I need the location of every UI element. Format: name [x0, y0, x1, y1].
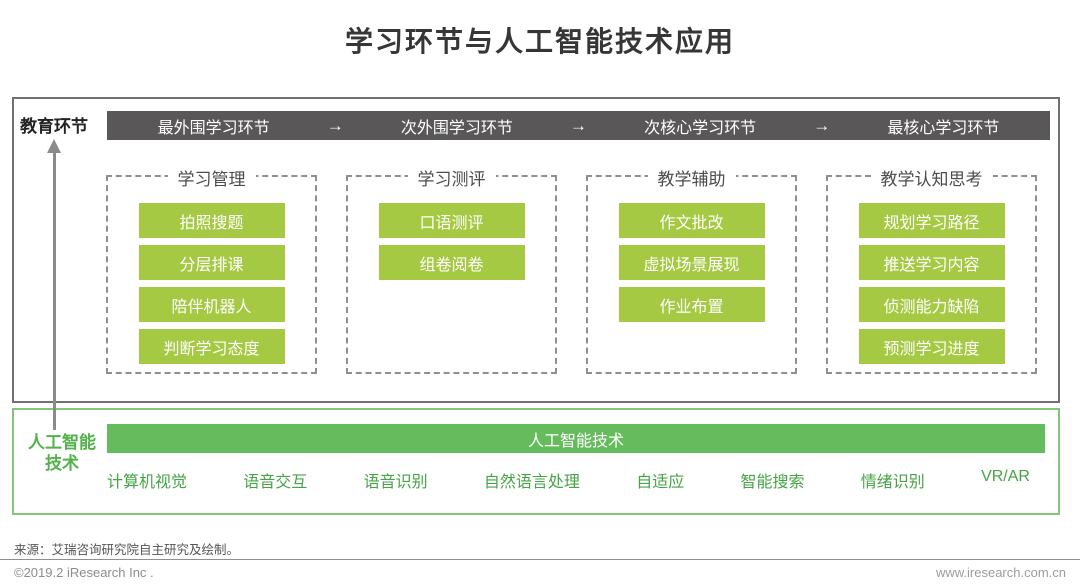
group-title: 学习测评 [407, 165, 496, 190]
group-item-list: 作文批改 虚拟场景展现 作业布置 [588, 177, 795, 322]
stage-outermost: 最外围学习环节 [157, 119, 270, 137]
app-pill: 拍照搜题 [138, 203, 285, 238]
tech-computer-vision: 计算机视觉 [107, 474, 188, 491]
group-teaching-cognition: 教学认知思考 规划学习路径 推送学习内容 侦测能力缺陷 预测学习进度 [826, 165, 1037, 374]
group-learning-assessment: 学习测评 口语测评 组卷阅卷 [346, 165, 557, 374]
app-pill: 组卷阅卷 [378, 245, 525, 280]
ai-bar-title: 人工智能技术 [527, 432, 624, 450]
tech-voice-interaction: 语音交互 [243, 474, 308, 491]
tech-vr-ar: VR/AR [981, 468, 1030, 485]
app-pill: 规划学习路径 [858, 203, 1005, 238]
learning-stages-bar: 最外围学习环节 → 次外围学习环节 → 次核心学习环节 → 最核心学习环节 [107, 111, 1050, 140]
right-arrow-icon: → [326, 115, 344, 135]
ai-section-label: 人工智能 技术 [18, 432, 106, 474]
app-pill: 口语测评 [378, 203, 525, 238]
tech-emotion-recognition: 情绪识别 [860, 474, 925, 491]
education-section: 教育环节 最外围学习环节 → 次外围学习环节 → 次核心学习环节 → 最核心学习… [12, 97, 1060, 403]
app-pill: 作文批改 [618, 203, 765, 238]
stage-outer: 次外围学习环节 [400, 119, 513, 137]
right-arrow-icon: → [813, 115, 831, 135]
app-pill: 侦测能力缺陷 [858, 287, 1005, 322]
group-teaching-assist: 教学辅助 作文批改 虚拟场景展现 作业布置 [586, 165, 797, 374]
right-arrow-icon: → [570, 115, 587, 135]
page-title: 学习环节与人工智能技术应用 [344, 26, 735, 57]
app-pill: 作业布置 [618, 287, 765, 322]
ai-section-label-line2: 技术 [45, 454, 79, 473]
group-item-list: 规划学习路径 推送学习内容 侦测能力缺陷 预测学习进度 [828, 177, 1035, 364]
tech-smart-search: 智能搜索 [740, 474, 805, 491]
tech-nlp: 自然语言处理 [483, 474, 580, 491]
app-pill: 陪伴机器人 [138, 287, 285, 322]
application-groups: 学习管理 拍照搜题 分层排课 陪伴机器人 判断学习态度 学习测评 口语测评 组卷… [106, 165, 1037, 374]
ai-technology-bar: 人工智能技术 [107, 424, 1045, 453]
stage-core: 最核心学习环节 [887, 119, 1000, 137]
education-section-label: 教育环节 [20, 117, 88, 136]
source-note: 来源：艾瑞咨询研究院自主研究及绘制。 [14, 543, 240, 557]
footer-divider [0, 559, 1080, 560]
app-pill: 虚拟场景展现 [618, 245, 765, 280]
stage-subcore: 次核心学习环节 [644, 119, 757, 137]
group-title: 教学认知思考 [870, 165, 993, 190]
tech-speech-recognition: 语音识别 [363, 474, 428, 491]
tech-adaptive: 自适应 [636, 474, 685, 491]
website-text: www.iresearch.com.cn [935, 565, 1066, 580]
app-pill: 预测学习进度 [858, 329, 1005, 364]
group-item-list: 拍照搜题 分层排课 陪伴机器人 判断学习态度 [108, 177, 315, 364]
app-pill: 推送学习内容 [858, 245, 1005, 280]
ai-section-label-line1: 人工智能 [28, 433, 96, 452]
copyright-text: ©2019.2 iResearch Inc . [14, 565, 154, 580]
group-learning-management: 学习管理 拍照搜题 分层排课 陪伴机器人 判断学习态度 [106, 165, 317, 374]
group-title: 学习管理 [167, 165, 256, 190]
group-item-list: 口语测评 组卷阅卷 [348, 177, 555, 280]
up-arrow-connector-icon [47, 139, 61, 430]
app-pill: 分层排课 [138, 245, 285, 280]
ai-technology-list: 计算机视觉 语音交互 语音识别 自然语言处理 自适应 智能搜索 情绪识别 VR/… [107, 468, 1030, 492]
ai-technology-section: 人工智能 技术 人工智能技术 计算机视觉 语音交互 语音识别 自然语言处理 自适… [12, 408, 1060, 515]
app-pill: 判断学习态度 [138, 329, 285, 364]
group-title: 教学辅助 [647, 165, 736, 190]
